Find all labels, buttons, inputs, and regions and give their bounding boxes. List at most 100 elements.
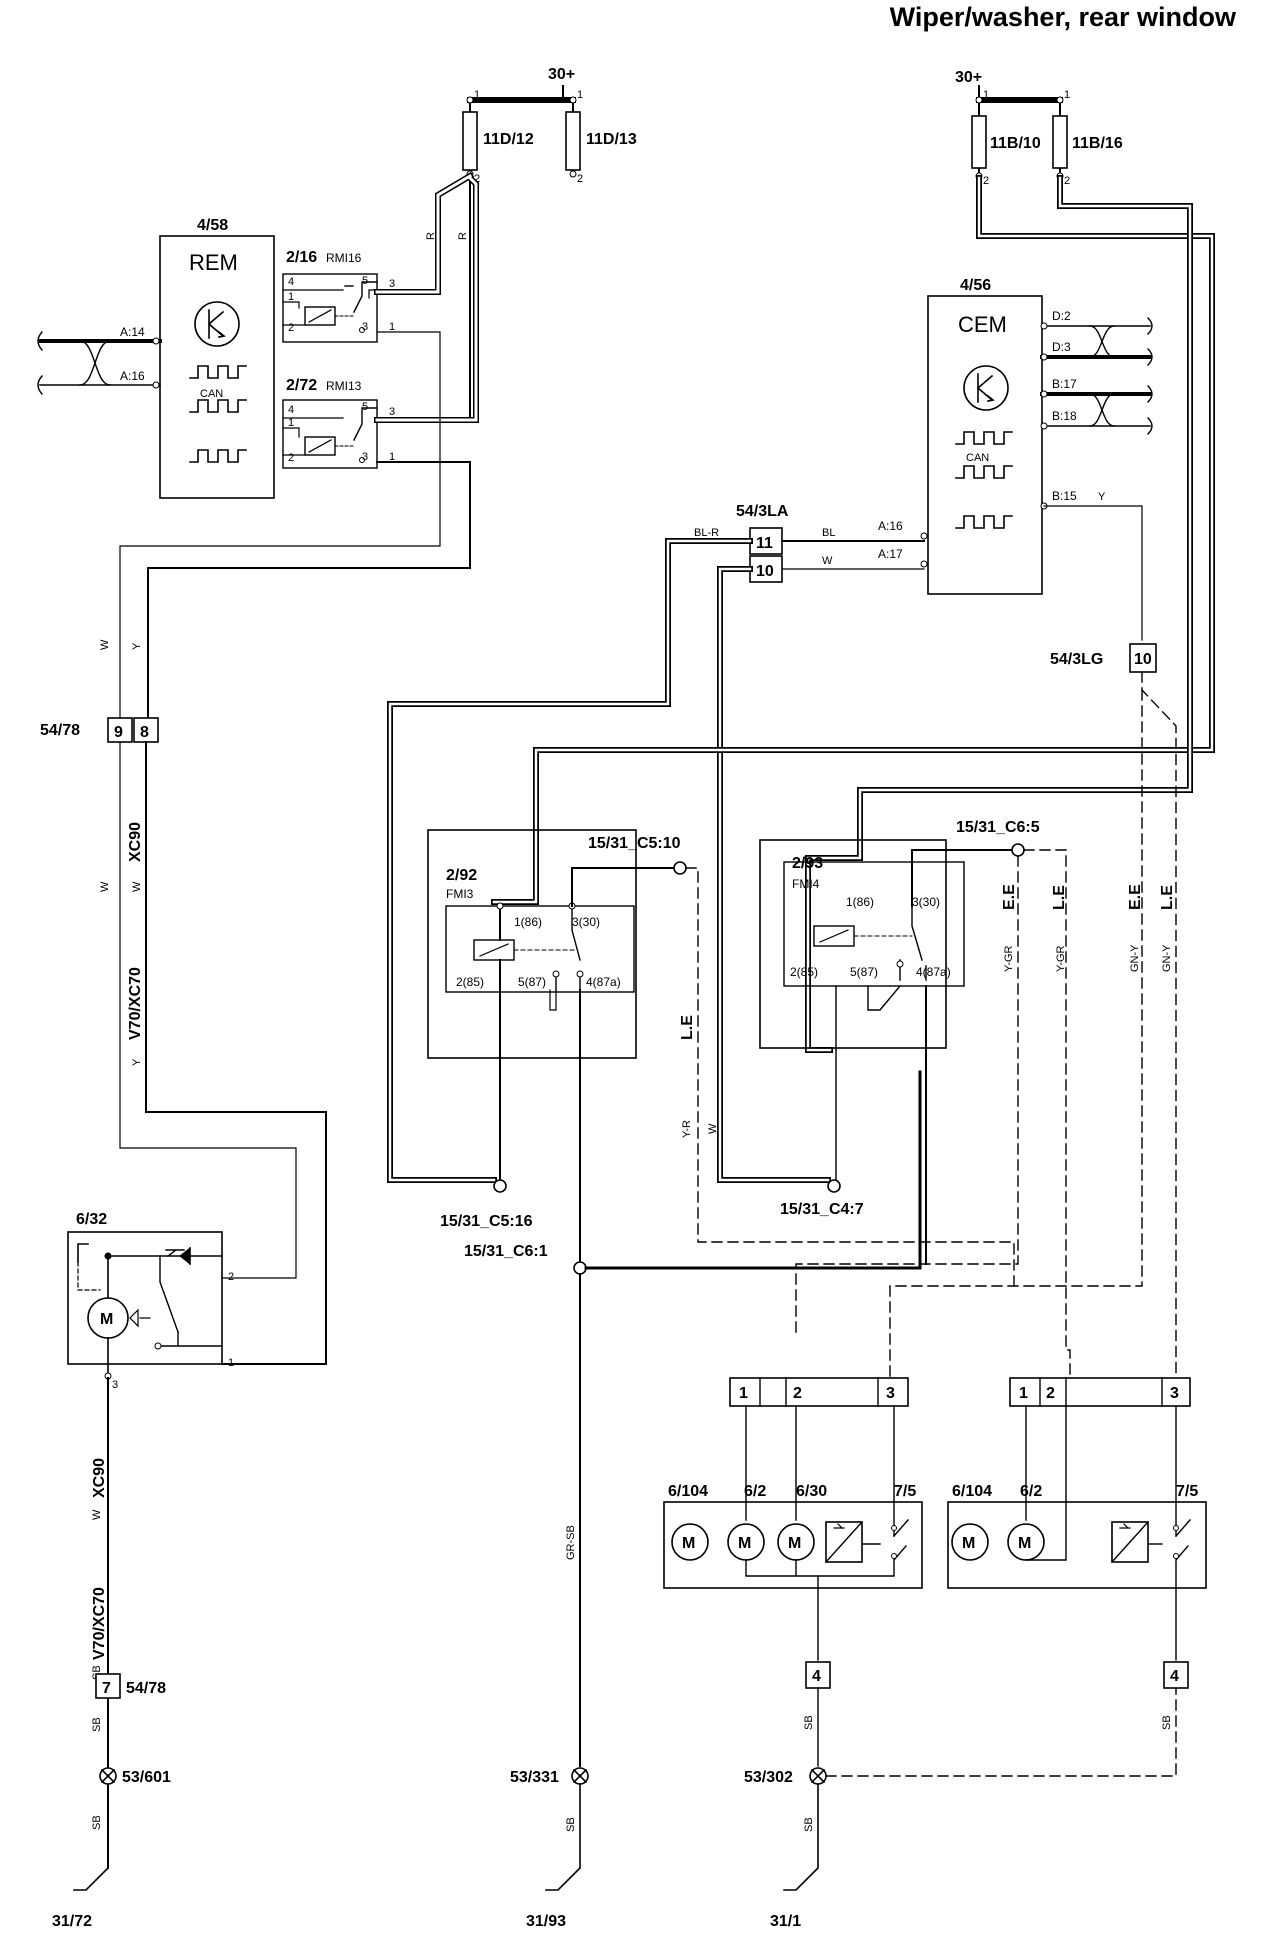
- svg-text:SB: SB: [1161, 1715, 1173, 1730]
- svg-text:9: 9: [114, 724, 123, 741]
- svg-text:W: W: [822, 555, 833, 567]
- svg-text:3: 3: [112, 1379, 118, 1391]
- svg-text:5: 5: [362, 275, 368, 287]
- svg-text:2: 2: [228, 1271, 234, 1283]
- rmi16-name: RMI16: [326, 251, 362, 265]
- svg-text:Y-R: Y-R: [681, 1120, 693, 1138]
- fmi4-id: 2/93: [792, 855, 823, 872]
- svg-text:3: 3: [362, 451, 368, 463]
- variant-ee-a: E.E: [1001, 884, 1018, 910]
- svg-text:1: 1: [1064, 89, 1070, 101]
- variant-v70-b: V70/XC70: [91, 1587, 108, 1660]
- svg-text:W: W: [131, 881, 143, 892]
- svg-text:8: 8: [140, 724, 149, 741]
- pump-le-c: 6/30: [796, 1483, 827, 1500]
- pump-le-d: 7/5: [894, 1483, 916, 1500]
- c5478b-id: 54/78: [126, 1680, 166, 1697]
- svg-text:2: 2: [288, 322, 294, 334]
- c543lg-id: 54/3LG: [1050, 651, 1103, 668]
- node-c47: 15/31_C4:7: [780, 1201, 864, 1218]
- svg-text:1(86): 1(86): [514, 915, 542, 929]
- pump-le-a: 6/104: [668, 1483, 708, 1500]
- connector-5478-top: 54/78 9 8: [40, 717, 159, 743]
- svg-text:1: 1: [389, 451, 395, 463]
- supply-label-1: 30+: [548, 66, 575, 83]
- svg-text:B:17: B:17: [1052, 377, 1077, 391]
- svg-text:2: 2: [577, 173, 583, 185]
- svg-text:11: 11: [756, 535, 773, 552]
- svg-text:W: W: [707, 1123, 719, 1134]
- pump-block-le: M M M 6/104 6/2 6/30 7/5: [663, 1405, 923, 1589]
- svg-text:D:2: D:2: [1052, 309, 1071, 323]
- ground-53601: 53/601: [122, 1769, 171, 1786]
- c543la-id: 54/3LA: [736, 503, 789, 520]
- svg-text:4: 4: [288, 404, 294, 416]
- relay-rmi16: 2/16 RMI16 41 25 33 1: [282, 249, 395, 343]
- svg-text:2: 2: [1046, 1385, 1055, 1402]
- svg-text:Y-GR: Y-GR: [1003, 945, 1015, 972]
- rem-pin-a14: A:14: [120, 325, 145, 339]
- rmi13-id: 2/72: [286, 377, 317, 394]
- wire-fuse-to-rmi: [374, 171, 479, 423]
- rem-name: REM: [189, 250, 238, 275]
- rem-module: 4/58 REM CAN A:14 A:16: [37, 217, 275, 499]
- connector-strip-ee: 1 2 3: [1009, 1377, 1191, 1407]
- variant-le-b: L.E: [1051, 885, 1068, 910]
- svg-text:4(87a): 4(87a): [586, 975, 621, 989]
- wiper-motor-632: 6/32 M 21 3: [67, 1211, 234, 1391]
- wire-y-a: Y: [131, 642, 143, 650]
- svg-text:3: 3: [389, 406, 395, 418]
- svg-text:B:15: B:15: [1052, 489, 1077, 503]
- svg-text:A:17: A:17: [878, 547, 903, 561]
- svg-text:1: 1: [474, 89, 480, 101]
- svg-text:10: 10: [756, 563, 774, 580]
- wire-r-1: R: [425, 232, 437, 240]
- svg-text:3(30): 3(30): [572, 915, 600, 929]
- svg-text:2: 2: [983, 175, 989, 187]
- variant-le-c: L.E: [1159, 885, 1176, 910]
- variant-ee-b: E.E: [1127, 884, 1144, 910]
- variant-v70-a: V70/XC70: [127, 967, 144, 1040]
- svg-text:A:16: A:16: [878, 519, 903, 533]
- svg-text:1: 1: [739, 1385, 748, 1402]
- svg-text:1: 1: [389, 321, 395, 333]
- svg-text:5(87): 5(87): [518, 975, 546, 989]
- motor-m: M: [100, 1311, 113, 1328]
- svg-text:BL: BL: [822, 527, 835, 539]
- fuse-label-11d13: 11D/13: [586, 131, 637, 148]
- svg-text:Y: Y: [131, 1058, 143, 1066]
- fmi3-id: 2/92: [446, 867, 477, 884]
- svg-text:2: 2: [474, 173, 480, 185]
- svg-text:M: M: [738, 1535, 751, 1552]
- fuse-label-11d12: 11D/12: [483, 131, 534, 148]
- double-bus: [387, 175, 1215, 1183]
- rem-can: CAN: [200, 388, 223, 400]
- svg-text:1: 1: [288, 291, 294, 303]
- ground-53302: 53/302: [744, 1769, 793, 1786]
- connector-543lg: 54/3LG 10: [1050, 643, 1157, 673]
- ground-3193: 31/93: [526, 1913, 566, 1930]
- svg-text:7: 7: [102, 1680, 111, 1697]
- svg-text:3: 3: [1170, 1385, 1179, 1402]
- svg-text:5: 5: [362, 401, 368, 413]
- fmi4-name: FMI4: [792, 877, 820, 891]
- svg-text:W: W: [99, 881, 111, 892]
- svg-text:M: M: [788, 1535, 801, 1552]
- pump-ee-b: 6/2: [1020, 1483, 1042, 1500]
- svg-text:1(86): 1(86): [846, 895, 874, 909]
- variant-le-a: L.E: [679, 1015, 696, 1040]
- svg-text:2(85): 2(85): [456, 975, 484, 989]
- rmi16-id: 2/16: [286, 249, 317, 266]
- ground-53331: 53/331: [510, 1769, 559, 1786]
- rem-pin-a16: A:16: [120, 369, 145, 383]
- svg-text:SB: SB: [91, 1815, 103, 1830]
- relay-fmi4: 2/93 FMI4 1(86) 3(30) 2(85) 5(87) 4(87a): [759, 839, 965, 1049]
- variant-xc90-b: XC90: [91, 1458, 108, 1498]
- fuse-label-11b10: 11B/10: [990, 135, 1041, 152]
- svg-text:1: 1: [1019, 1385, 1028, 1402]
- svg-text:BL-R: BL-R: [694, 527, 719, 539]
- node-c510: 15/31_C5:10: [588, 835, 681, 852]
- cem-id: 4/56: [960, 277, 991, 294]
- svg-text:3: 3: [886, 1385, 895, 1402]
